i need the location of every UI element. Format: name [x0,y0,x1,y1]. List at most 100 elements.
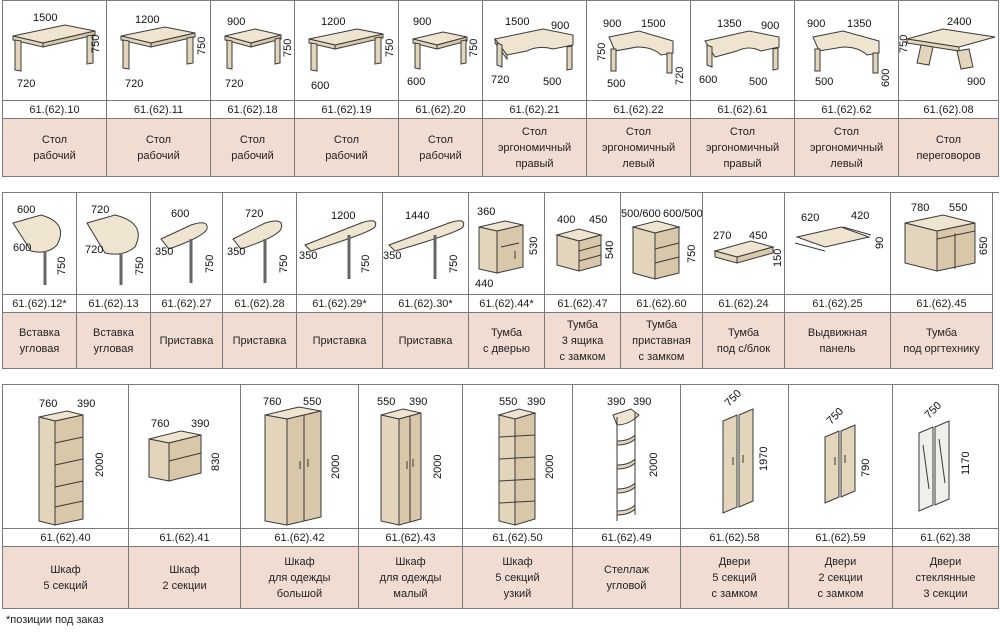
svg-text:540: 540 [604,241,616,259]
product-name: Тумба с дверью [469,313,545,369]
svg-text:2000: 2000 [544,455,556,479]
extension-720-image: 720 350 750 [223,193,297,295]
svg-text:390: 390 [527,396,545,408]
product-name: Шкаф 2 секции [129,547,241,609]
product-code: 61.(62).38 [893,529,999,547]
svg-text:1170: 1170 [960,451,972,475]
svg-text:2000: 2000 [432,455,444,479]
svg-text:450: 450 [749,230,767,242]
svg-text:390: 390 [633,396,651,408]
svg-text:900: 900 [227,16,245,28]
product-name: Тумба под с/блок [703,313,785,369]
wardrobe-small-image: 550 390 2000 [359,385,463,529]
narrow-bookcase-image: 550 390 2000 [463,385,573,529]
svg-text:900: 900 [761,20,779,32]
svg-text:720: 720 [674,67,686,85]
svg-text:750: 750 [134,257,146,275]
product-code: 61.(62).24 [703,295,785,313]
svg-text:1500: 1500 [641,18,665,30]
product-name: Двери 5 секций с замком [681,547,789,609]
svg-text:830: 830 [210,453,222,471]
svg-text:760: 760 [39,398,57,410]
svg-text:900: 900 [551,20,569,32]
product-name: Двери стеклянные 3 секции [893,547,999,609]
svg-text:350: 350 [227,246,245,258]
product-name: Стол рабочий [399,119,483,177]
svg-text:420: 420 [851,210,869,222]
product-name: Выдвижная панель [785,313,891,369]
svg-text:750: 750 [596,43,608,61]
svg-text:2000: 2000 [330,455,342,479]
product-name: Тумба под оргтехнику [891,313,993,369]
svg-text:500: 500 [815,76,833,88]
svg-text:720: 720 [225,78,243,90]
svg-text:760: 760 [263,396,281,408]
svg-text:2000: 2000 [94,453,106,477]
product-code: 61.(62).25 [785,295,891,313]
row-desks: 1500 750 720 1200 750 720 [2,0,999,177]
svg-text:350: 350 [155,246,173,258]
product-code: 61.(62).43 [359,529,463,547]
svg-text:750: 750 [468,39,480,57]
product-name: Приставка [297,313,383,369]
svg-text:900: 900 [967,76,985,88]
product-code: 61.(62).49 [573,529,681,547]
product-name: Вставка угловая [77,313,151,369]
svg-text:900: 900 [413,16,431,28]
svg-text:780: 780 [911,202,929,214]
product-name: Стол эргономичный правый [691,119,795,177]
svg-text:1970: 1970 [758,447,770,471]
svg-text:390: 390 [77,398,95,410]
svg-text:900: 900 [807,18,825,30]
svg-text:720: 720 [85,244,103,256]
product-code: 61.(62).50 [463,529,573,547]
ergo-desk-left-image: 900 1500 750 500 720 [587,1,691,101]
doors-2-sections-image: 750 790 [789,385,893,529]
svg-text:750: 750 [282,39,294,57]
svg-text:720: 720 [91,204,109,216]
product-code: 61.(62).12* [3,295,77,313]
product-name: Шкаф для одежды малый [359,547,463,609]
svg-text:550: 550 [377,396,395,408]
product-code: 61.(62).44* [469,295,545,313]
svg-text:440: 440 [475,278,493,290]
svg-text:1200: 1200 [135,14,159,26]
product-code: 61.(62).45 [891,295,993,313]
svg-text:600: 600 [699,74,717,86]
product-code: 61.(62).41 [129,529,241,547]
product-code: 61.(62).47 [545,295,621,313]
product-name: Приставка [151,313,223,369]
desk-1500-image: 1500 750 720 [3,1,107,101]
svg-text:600: 600 [13,242,31,254]
desk-1200-image: 1200 750 720 [107,1,211,101]
svg-text:750: 750 [686,245,698,263]
product-name: Шкаф 5 секций узкий [463,547,573,609]
product-code: 61.(62).13 [77,295,151,313]
extension-1200-image: 1200 350 750 [297,193,383,295]
ergo-desk-1350-left-image: 900 1350 500 600 [795,1,899,101]
svg-text:1350: 1350 [717,18,741,30]
product-name: Стол рабочий [107,119,211,177]
ergo-desk-1350-right-image: 1350 900 600 500 [691,1,795,101]
svg-text:1350: 1350 [847,18,871,30]
svg-text:750: 750 [448,255,460,273]
desk-1200-600-image: 1200 750 600 [295,1,399,101]
product-code: 61.(62).28 [223,295,297,313]
product-code: 61.(62).40 [3,529,129,547]
svg-text:750: 750 [723,388,744,409]
product-name: Стол рабочий [211,119,295,177]
svg-text:500: 500 [749,76,767,88]
svg-text:760: 760 [151,418,169,430]
svg-text:550: 550 [949,202,967,214]
svg-text:350: 350 [299,250,317,262]
svg-text:2400: 2400 [947,16,971,28]
keyboard-panel-image: 620 420 90 [785,193,891,295]
svg-text:600: 600 [17,204,35,216]
svg-text:750: 750 [384,39,396,57]
svg-text:720: 720 [245,208,263,220]
product-code: 61.(62).10 [3,101,107,119]
footnote: *позиции под заказ [6,614,104,626]
svg-text:390: 390 [191,418,209,430]
svg-text:150: 150 [772,249,784,267]
svg-text:390: 390 [607,396,625,408]
